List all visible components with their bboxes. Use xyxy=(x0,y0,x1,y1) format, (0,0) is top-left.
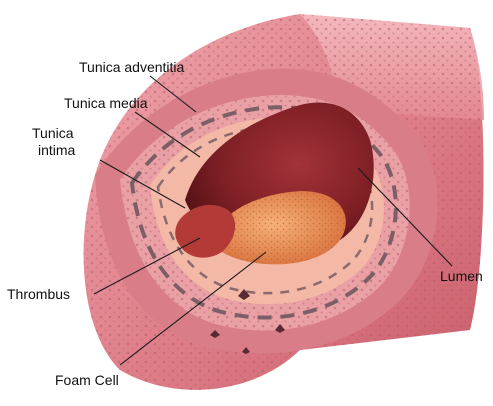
label-tunica-intima-line2: intima xyxy=(38,142,76,158)
label-foam-cell: Foam Cell xyxy=(55,372,119,388)
label-tunica-intima-line1: Tunica xyxy=(32,125,74,141)
label-tunica-adventitia: Tunica adventitia xyxy=(79,59,185,75)
label-tunica-media: Tunica media xyxy=(64,95,148,111)
label-thrombus: Thrombus xyxy=(7,286,70,302)
label-lumen: Lumen xyxy=(440,268,483,284)
